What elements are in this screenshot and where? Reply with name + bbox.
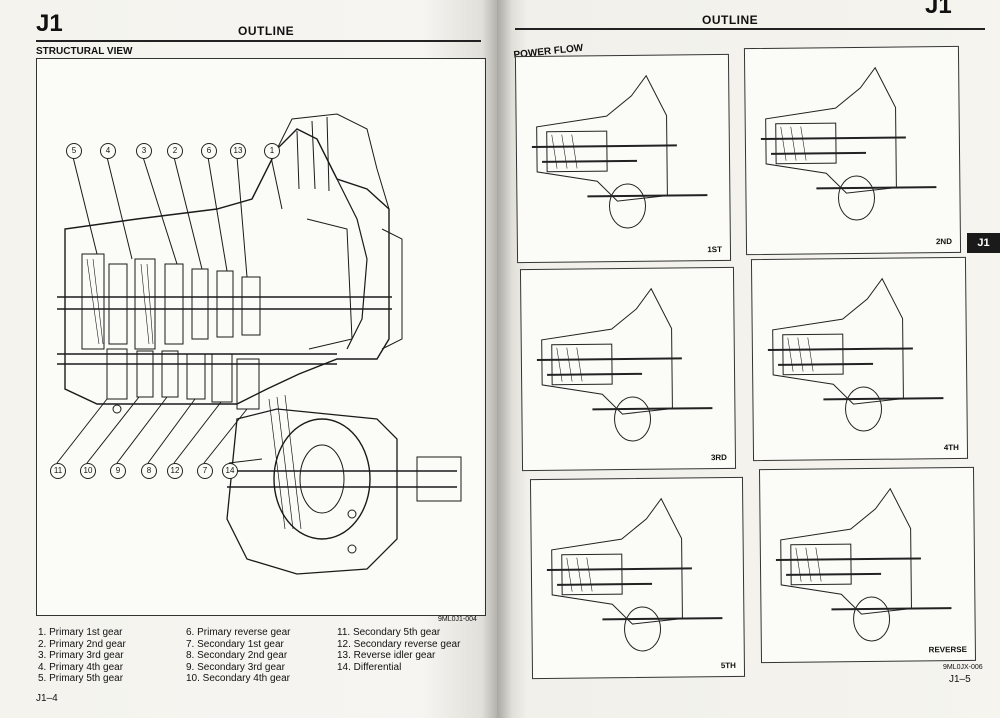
panel-label: 1ST <box>707 244 723 255</box>
power-flow-diagram <box>531 74 708 229</box>
transmission-cross-section <box>56 113 462 575</box>
page-number: J1–5 <box>949 674 971 685</box>
power-flow-diagram <box>546 497 723 652</box>
section-code: J1 <box>36 10 63 37</box>
legend-item: 8. Secondary 2nd gear <box>186 650 288 661</box>
subtitle: STRUCTURAL VIEW <box>36 46 133 57</box>
header-rule <box>36 40 481 42</box>
callout-12: 12 <box>167 463 183 479</box>
section-title: OUTLINE <box>238 24 295 38</box>
power-flow-panel-2nd: 2ND <box>743 45 962 256</box>
legend-column-2: 6. Primary reverse gear 7. Secondary 1st… <box>186 627 290 685</box>
power-flow-panel-reverse: REVERSE <box>758 466 977 664</box>
callout-14: 14 <box>222 463 238 479</box>
panel-label: 2ND <box>935 236 953 247</box>
legend-item: 5. Primary 5th gear <box>38 673 124 684</box>
power-flow-panel-1st: 1ST <box>514 53 732 264</box>
legend-item: 14. Differential <box>337 661 402 673</box>
section-code: J1 <box>925 0 952 19</box>
header-rule <box>515 28 985 30</box>
callout-6: 6 <box>201 143 217 159</box>
legend-item: 6. Primary reverse gear <box>186 627 291 638</box>
power-flow-diagram <box>760 66 937 221</box>
power-flow-panel-4th: 4TH <box>750 256 969 462</box>
callout-10: 10 <box>80 463 96 479</box>
panel-label: 4TH <box>943 442 959 453</box>
right-page: OUTLINE J1 POWER FLOW 1ST 2ND 3RD 4TH 5T… <box>497 0 1000 718</box>
power-flow-diagram <box>536 287 713 442</box>
left-page: J1 OUTLINE STRUCTURAL VIEW <box>0 0 497 718</box>
section-tab: J1 <box>967 233 1000 253</box>
callout-8: 8 <box>141 463 157 479</box>
legend-item: 2. Primary 2nd gear <box>38 638 126 650</box>
legend-item: 7. Secondary 1st gear <box>186 638 284 650</box>
callout-1: 1 <box>264 143 280 159</box>
legend-item: 4. Primary 4th gear <box>38 661 124 673</box>
callout-9: 9 <box>110 463 126 479</box>
callout-13: 13 <box>230 143 246 159</box>
callout-4: 4 <box>100 143 116 159</box>
legend-item: 9. Secondary 3rd gear <box>186 661 285 673</box>
callout-11: 11 <box>50 463 66 479</box>
legend-item: 13. Reverse idler gear <box>337 650 436 661</box>
panel-label: 5TH <box>720 660 736 671</box>
legend-item: 1. Primary 1st gear <box>38 627 123 638</box>
power-flow-panel-3rd: 3RD <box>519 266 737 472</box>
panel-label: REVERSE <box>928 644 967 655</box>
power-flow-diagram <box>767 277 944 432</box>
legend-column-3: 11. Secondary 5th gear 12. Secondary rev… <box>337 627 460 673</box>
legend-item: 10. Secondary 4th gear <box>186 673 290 684</box>
callout-3: 3 <box>136 143 152 159</box>
callout-5: 5 <box>66 143 82 159</box>
page-number: J1–4 <box>36 693 58 704</box>
power-flow-diagram <box>775 487 952 642</box>
callout-7: 7 <box>197 463 213 479</box>
figure-code: 9ML0JX-006 <box>943 664 983 671</box>
legend-item: 11. Secondary 5th gear <box>337 627 441 638</box>
callout-2: 2 <box>167 143 183 159</box>
structural-view-figure: 5 4 3 2 6 13 1 11 10 9 8 12 7 14 <box>36 58 486 616</box>
legend-item: 3. Primary 3rd gear <box>38 650 124 661</box>
panel-label: 3RD <box>710 452 727 463</box>
power-flow-panel-5th: 5TH <box>529 476 746 680</box>
legend-item: 12. Secondary reverse gear <box>337 638 461 650</box>
legend-column-1: 1. Primary 1st gear 2. Primary 2nd gear … <box>38 627 126 685</box>
section-title: OUTLINE <box>702 13 759 27</box>
figure-code: 9ML0J1-004 <box>438 616 477 623</box>
